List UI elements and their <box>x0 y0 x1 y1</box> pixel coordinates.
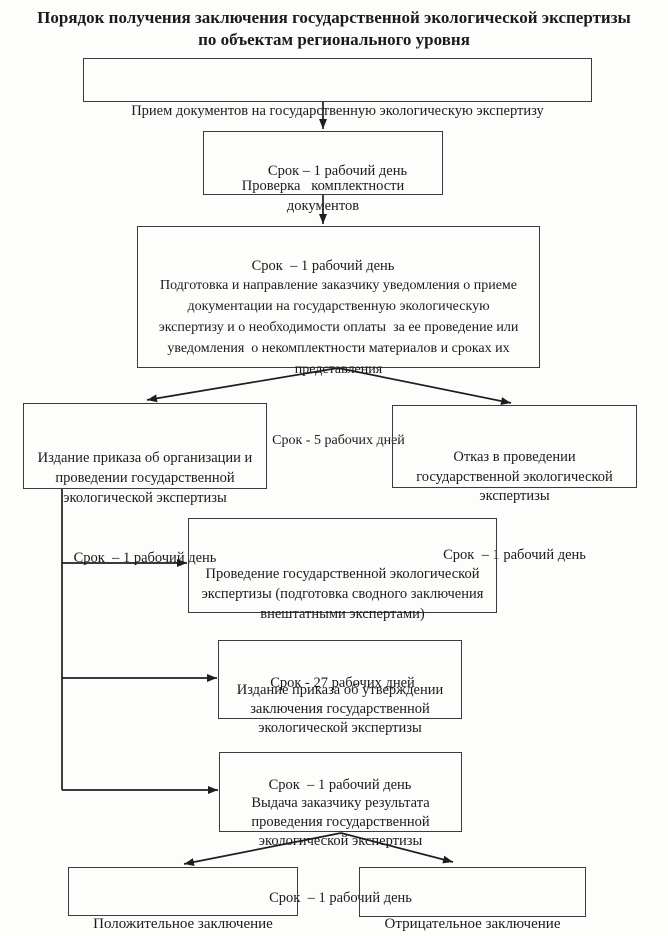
flow-box-order-approval: Издание приказа об утверждении заключени… <box>218 640 462 793</box>
flow-box-term: Срок – 1 рабочий день <box>251 258 395 274</box>
flow-box-text: Проведение государственной экологической… <box>201 566 484 622</box>
page-title: Порядок получения заключения государстве… <box>37 8 631 49</box>
flow-box-text: Положительное заключение <box>93 916 273 932</box>
flow-box-text: Издание приказа об организации и проведе… <box>37 450 253 506</box>
flow-box-text: Издание приказа об утверждении заключени… <box>236 682 444 736</box>
flow-box-text: Проверка комплектности документов <box>241 178 405 214</box>
flow-box-text: Отказ в проведении государственной эколо… <box>416 449 613 504</box>
flow-box-order-organization: Издание приказа об организации и проведе… <box>23 403 267 566</box>
flow-box-negative-conclusion: Отрицательное заключение <box>359 867 586 932</box>
flow-box-text: Прием документов на государственную экол… <box>131 103 544 119</box>
flow-box-text: Отрицательное заключение <box>384 916 561 932</box>
flow-box-term: Срок - 5 рабочих дней <box>272 433 405 448</box>
flow-box-text: Подготовка и направление заказчику уведо… <box>158 278 519 377</box>
flow-box-refusal: Отказ в проведении государственной эколо… <box>392 405 637 563</box>
flow-box-text: Выдача заказчику результата проведения г… <box>251 795 430 849</box>
flow-box-positive-conclusion: Положительное заключение <box>68 867 298 932</box>
flow-box-term: Срок – 1 рабочий день <box>267 163 408 179</box>
flow-box-conduct-expertise: Проведение государственной экологической… <box>188 518 497 691</box>
flow-box-term: Срок - 27 рабочих дней <box>270 675 415 691</box>
flow-box-term: Срок – 1 рабочий день <box>269 890 412 906</box>
flow-box-notify-customer: Подготовка и направление заказчику уведо… <box>137 226 540 448</box>
flow-box-issue-result: Выдача заказчику результата проведения г… <box>219 752 462 906</box>
flow-box-term: Срок – 1 рабочий день <box>73 550 217 566</box>
flow-box-receive-documents: Прием документов на государственную экол… <box>83 58 592 179</box>
flow-box-term: Срок – 1 рабочий день <box>268 777 412 793</box>
flow-box-check-completeness: Проверка комплектности документов Срок –… <box>203 131 443 274</box>
